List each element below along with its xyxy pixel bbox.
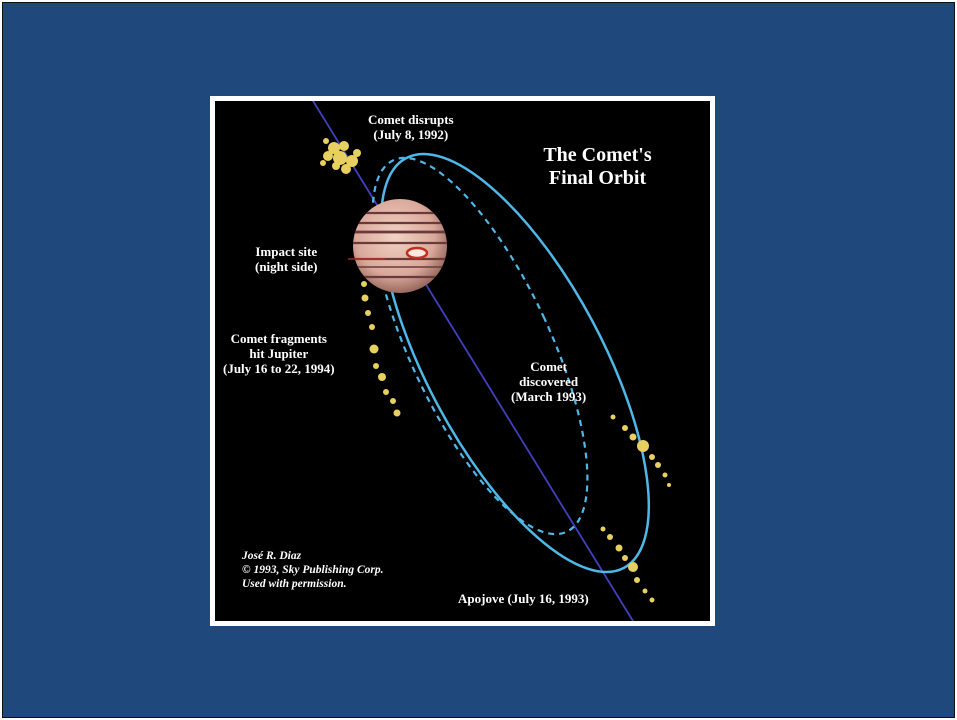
label-fragments-line-1: Comet fragments — [230, 331, 327, 346]
comet-orbit-figure: The Comet's Final Orbit Comet disrupts (… — [210, 96, 715, 626]
figure-canvas: The Comet's Final Orbit Comet disrupts (… — [215, 101, 710, 621]
fragments-disrupt-cluster — [320, 138, 361, 174]
image-credit: José R. Diaz © 1993, Sky Publishing Corp… — [242, 549, 384, 591]
orbit-inner-dashed — [371, 156, 589, 536]
label-impact-line-2: (night side) — [255, 259, 318, 274]
label-impact-site: Impact site (night side) — [255, 244, 317, 274]
label-disrupt-line-1: Comet disrupts — [368, 112, 454, 127]
label-comet-fragments: Comet fragments hit Jupiter (July 16 to … — [223, 331, 335, 376]
fragments-discovery-trail — [610, 414, 671, 487]
title-line-1: The Comet's — [543, 144, 652, 166]
great-red-spot — [405, 246, 429, 260]
label-discovered-line-3: (March 1993) — [511, 389, 587, 404]
sun-axis-line — [312, 101, 634, 621]
figure-title: The Comet's Final Orbit — [515, 144, 680, 190]
label-discovered-line-2: discovered — [519, 374, 579, 389]
label-fragments-line-3: (July 16 to 22, 1994) — [223, 361, 335, 376]
fragments-impact-trail — [361, 281, 401, 417]
label-apojove: Apojove (July 16, 1993) — [458, 591, 589, 606]
jupiter-planet — [348, 199, 447, 293]
label-fragments-line-2: hit Jupiter — [249, 346, 309, 361]
label-disrupt-line-2: (July 8, 1992) — [373, 127, 449, 142]
orbit-outer — [379, 152, 651, 574]
label-comet-disrupts: Comet disrupts (July 8, 1992) — [368, 112, 454, 142]
orbit-diagram — [312, 101, 671, 621]
credit-line-3: Used with permission. — [242, 578, 347, 590]
credit-line-1: José R. Diaz — [242, 550, 302, 562]
label-comet-discovered: Comet discovered (March 1993) — [511, 359, 586, 404]
label-discovered-line-1: Comet — [530, 359, 568, 374]
label-impact-line-1: Impact site — [255, 244, 318, 259]
fragments-apojove-trail — [600, 526, 655, 603]
title-box — [510, 139, 685, 201]
title-line-2: Final Orbit — [548, 167, 647, 189]
credit-line-2: © 1993, Sky Publishing Corp. — [242, 564, 384, 576]
